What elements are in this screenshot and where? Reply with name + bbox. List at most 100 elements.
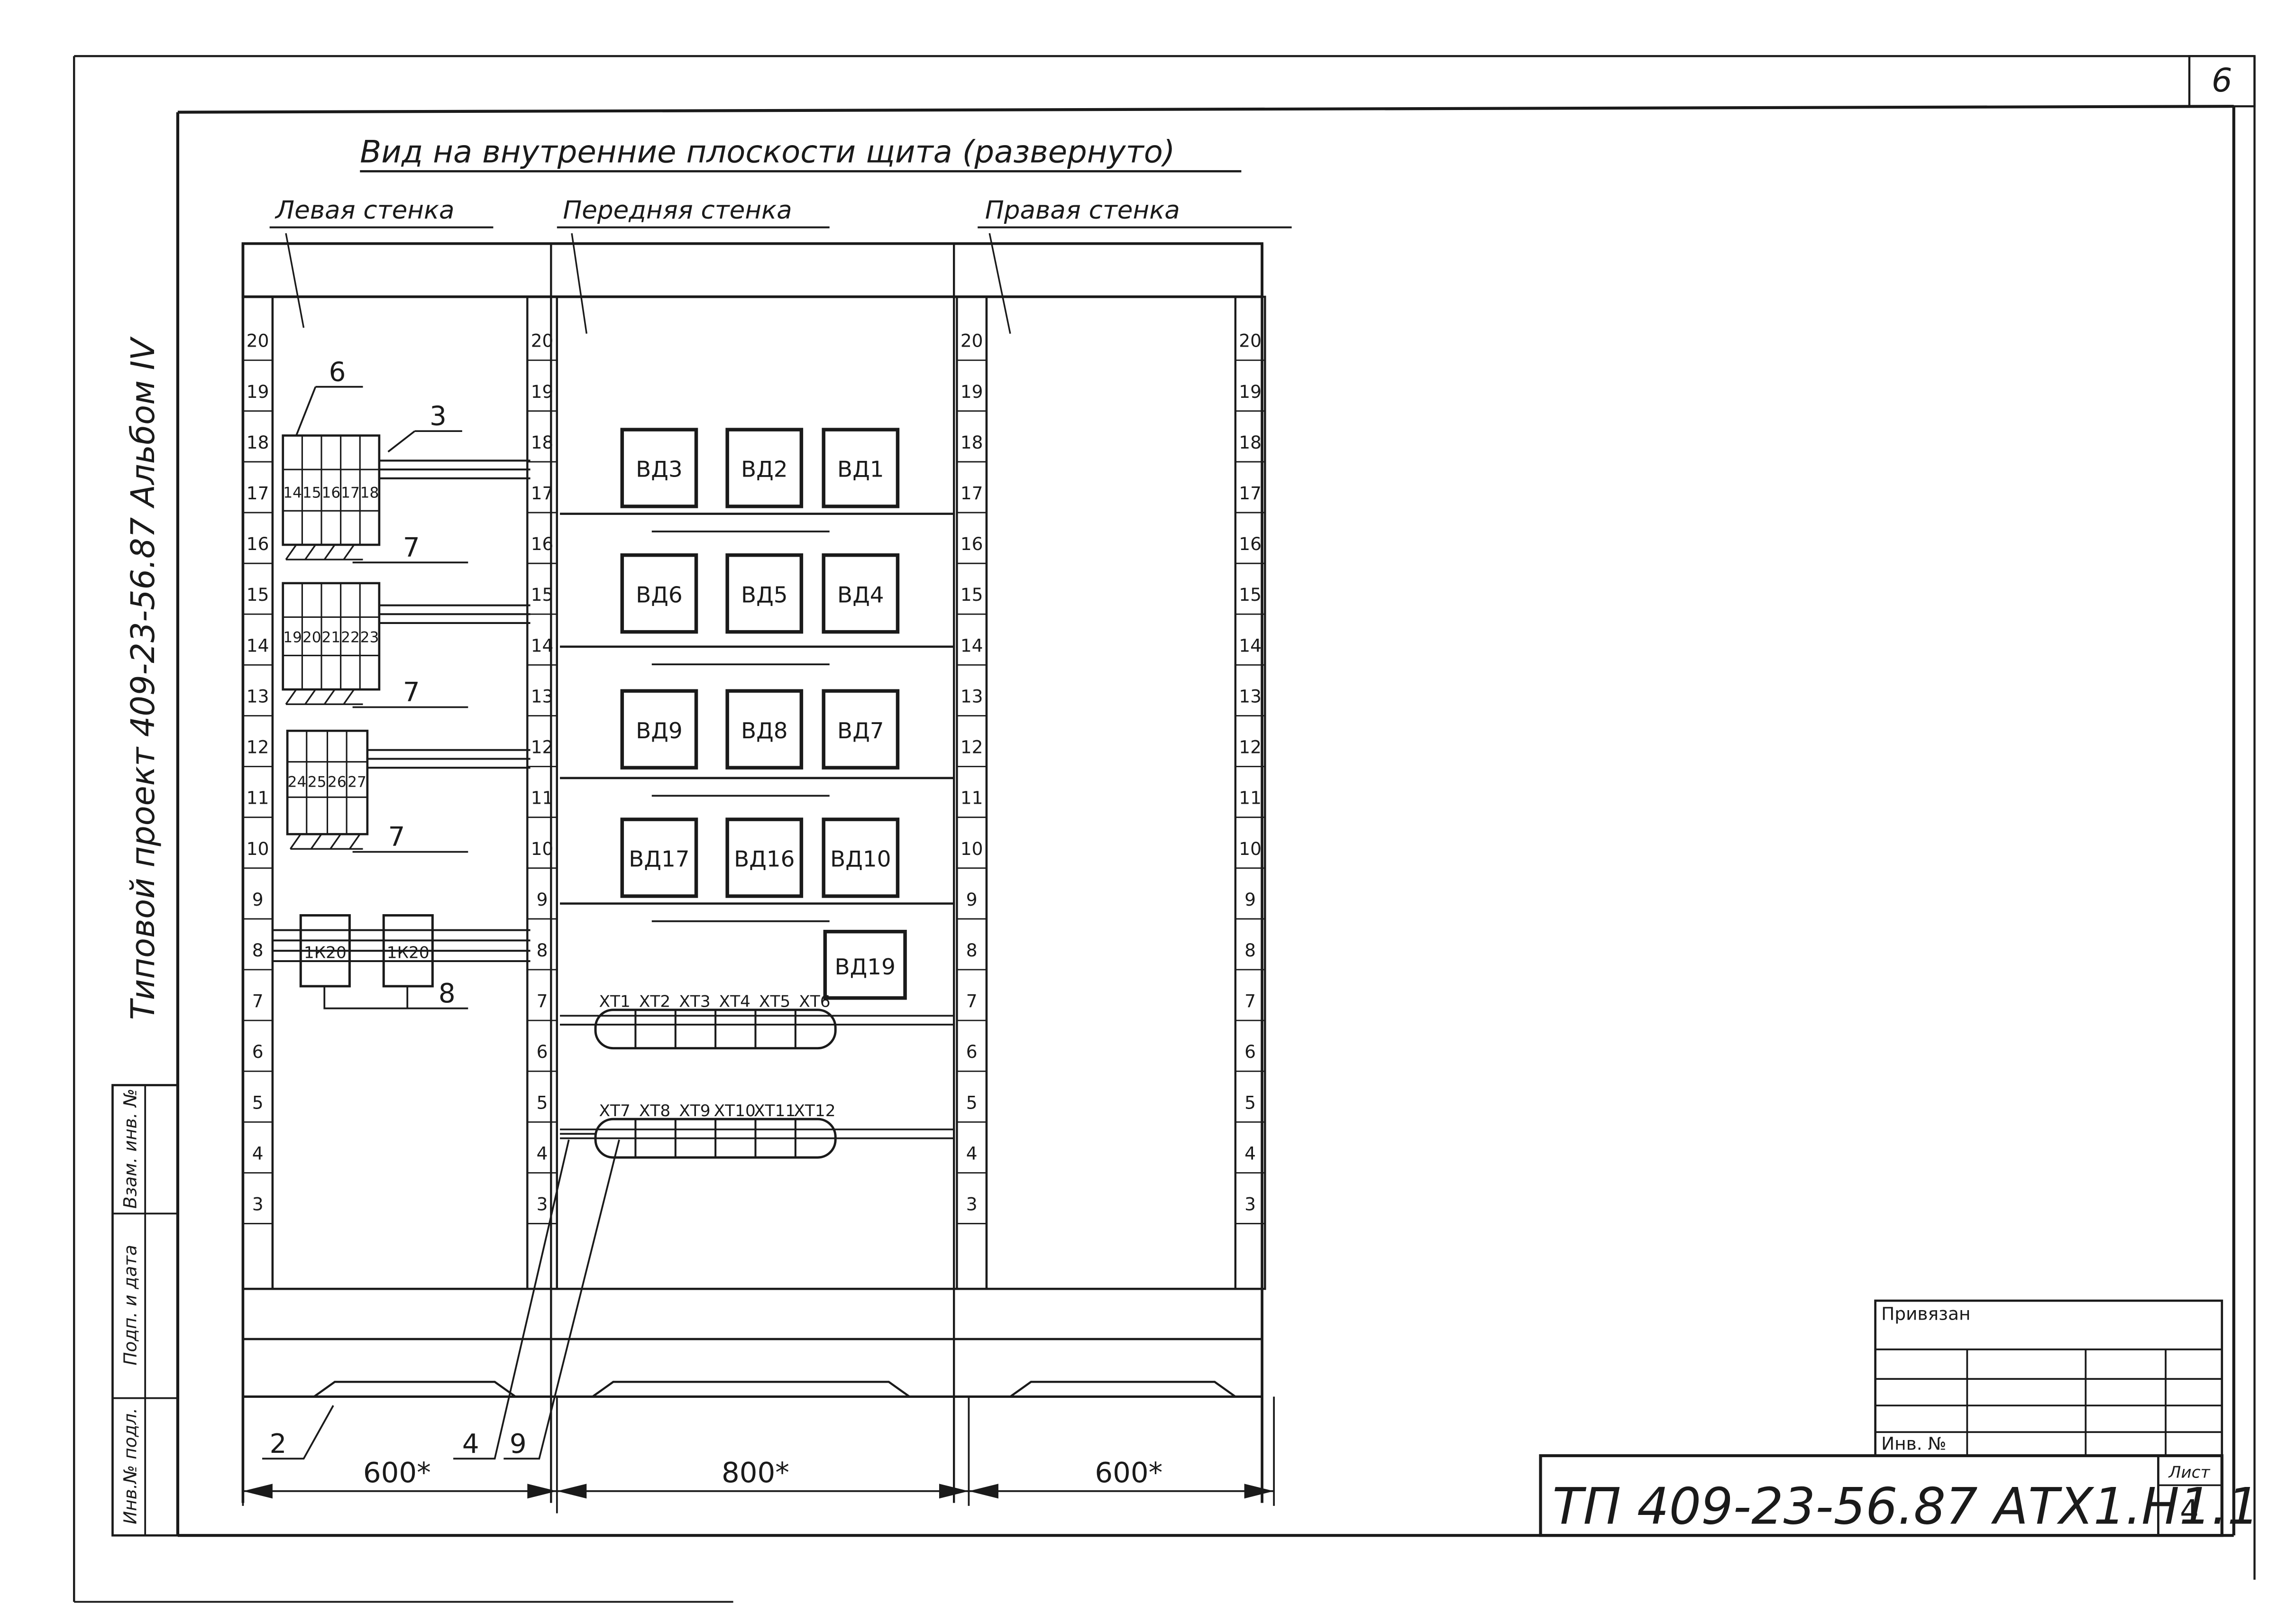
rail-number: 18 xyxy=(531,432,554,453)
callout-7a: 7 xyxy=(403,532,420,563)
rail-number: 13 xyxy=(247,686,269,707)
callout-6: 6 xyxy=(329,357,346,387)
stamp-inv-no: Инв. № xyxy=(1881,1433,1946,1454)
rail-number: 18 xyxy=(960,432,983,453)
device-label: ВД16 xyxy=(734,847,795,872)
device-box: ВД7 xyxy=(822,689,900,770)
rail-number: 15 xyxy=(960,584,983,605)
mounting-rails: 2019181716151413121110987654320191817161… xyxy=(242,295,1266,1290)
document-code: ТП 409-23-56.87 АТХ1.Н1.1 xyxy=(1552,1477,2259,1536)
terminal-label: ХТ12 xyxy=(794,1101,835,1120)
block-label: 27 xyxy=(348,774,366,791)
dimension-left: 600* xyxy=(363,1456,431,1489)
rail-number: 9 xyxy=(966,889,978,910)
rail-number: 16 xyxy=(960,533,983,554)
rail-number: 16 xyxy=(531,533,554,554)
front-wall-shelves xyxy=(560,513,954,1139)
rail-number: 14 xyxy=(247,635,269,656)
device-label: ВД6 xyxy=(636,582,683,608)
device-label: ВД17 xyxy=(629,847,689,872)
device-box: ВД16 xyxy=(725,817,804,898)
callout-2: 2 xyxy=(270,1429,287,1459)
terminal-label: ХТ11 xyxy=(754,1101,796,1120)
device-label: ВД2 xyxy=(741,457,788,483)
callout-4: 4 xyxy=(462,1429,479,1459)
dimension-front: 800* xyxy=(722,1456,789,1489)
rail-number: 9 xyxy=(537,889,548,910)
terminal-label: ХТ2 xyxy=(639,992,670,1011)
callout-8: 8 xyxy=(439,978,456,1009)
title-block xyxy=(1539,1299,2223,1537)
device-label: ВД5 xyxy=(741,582,788,608)
device-vd19: ВД19 xyxy=(835,954,896,980)
block-label: 21 xyxy=(321,629,340,646)
rail-number: 5 xyxy=(1244,1092,1256,1113)
rail-number: 12 xyxy=(531,737,554,758)
rail-number: 10 xyxy=(960,838,983,859)
rail-number: 20 xyxy=(1239,330,1262,351)
stamp-inv-podl: Инв.№ подл. xyxy=(119,1408,140,1524)
side-project-text: Типовой проект 409-23-56.87 Альбом IV xyxy=(124,336,162,1020)
rail-number: 9 xyxy=(252,889,264,910)
rail-number: 3 xyxy=(252,1194,264,1215)
terminal-block-group-1: 14 15 16 17 18 xyxy=(282,434,381,560)
left-wall-label: Левая стенка xyxy=(274,195,454,225)
rail-number: 3 xyxy=(1244,1194,1256,1215)
callout-7b: 7 xyxy=(403,677,420,708)
rail-number: 17 xyxy=(531,483,554,504)
right-wall-label: Правая стенка xyxy=(985,195,1180,225)
rail-number: 18 xyxy=(247,432,269,453)
rail-number: 11 xyxy=(1239,788,1262,808)
rail-number: 6 xyxy=(537,1041,548,1062)
rail-number: 7 xyxy=(537,991,548,1011)
rail-number: 5 xyxy=(252,1092,264,1113)
terminal-label: ХТ10 xyxy=(714,1101,756,1120)
device-box: ВД4 xyxy=(822,553,900,634)
callout-3: 3 xyxy=(430,401,447,432)
rail-number: 15 xyxy=(1239,584,1262,605)
drawing-title: Вид на внутренние плоскости щита (развер… xyxy=(360,134,1175,170)
terminal-label: ХТ9 xyxy=(679,1101,710,1120)
stamp-privyazan: Привязан xyxy=(1881,1303,1970,1324)
device-box: ВД2 xyxy=(725,428,804,508)
block-label: 14 xyxy=(283,484,302,501)
block-label: 15 xyxy=(302,484,321,501)
relay-2-label: 1К20 xyxy=(387,944,430,963)
terminal-label: ХТ6 xyxy=(799,992,830,1011)
rail-number: 15 xyxy=(247,584,269,605)
rail-number: 8 xyxy=(537,940,548,961)
block-label: 20 xyxy=(302,629,321,646)
rail-number: 4 xyxy=(252,1143,264,1164)
device-box: ВД6 xyxy=(620,553,698,634)
rail-number: 4 xyxy=(1244,1143,1256,1164)
rail-number: 7 xyxy=(966,991,978,1011)
rail-number: 13 xyxy=(531,686,554,707)
rail-number: 20 xyxy=(531,330,554,351)
rail-number: 3 xyxy=(537,1194,548,1215)
rail-number: 17 xyxy=(247,483,269,504)
rail-number: 7 xyxy=(252,991,264,1011)
device-box: ВД9 xyxy=(620,689,698,770)
rail-number: 19 xyxy=(1239,381,1262,402)
rail-number: 13 xyxy=(1239,686,1262,707)
device-box: ВД5 xyxy=(725,553,804,634)
device-label: ВД4 xyxy=(837,582,884,608)
rail-number: 11 xyxy=(531,788,554,808)
sheet-list-value: 4 xyxy=(2180,1493,2199,1528)
rail-number: 3 xyxy=(966,1194,978,1215)
rail-number: 4 xyxy=(537,1143,548,1164)
block-label: 18 xyxy=(360,484,379,501)
rail-number: 11 xyxy=(960,788,983,808)
rail-number: 12 xyxy=(960,737,983,758)
rail-number: 10 xyxy=(531,838,554,859)
rail-number: 6 xyxy=(252,1041,264,1062)
terminal-block-group-2: 19 20 21 22 23 xyxy=(282,582,381,705)
rail-number: 8 xyxy=(1244,940,1256,961)
device-label: ВД7 xyxy=(837,718,884,744)
callout-7c: 7 xyxy=(388,822,405,853)
rail-number: 14 xyxy=(960,635,983,656)
device-label: ВД8 xyxy=(741,718,788,744)
